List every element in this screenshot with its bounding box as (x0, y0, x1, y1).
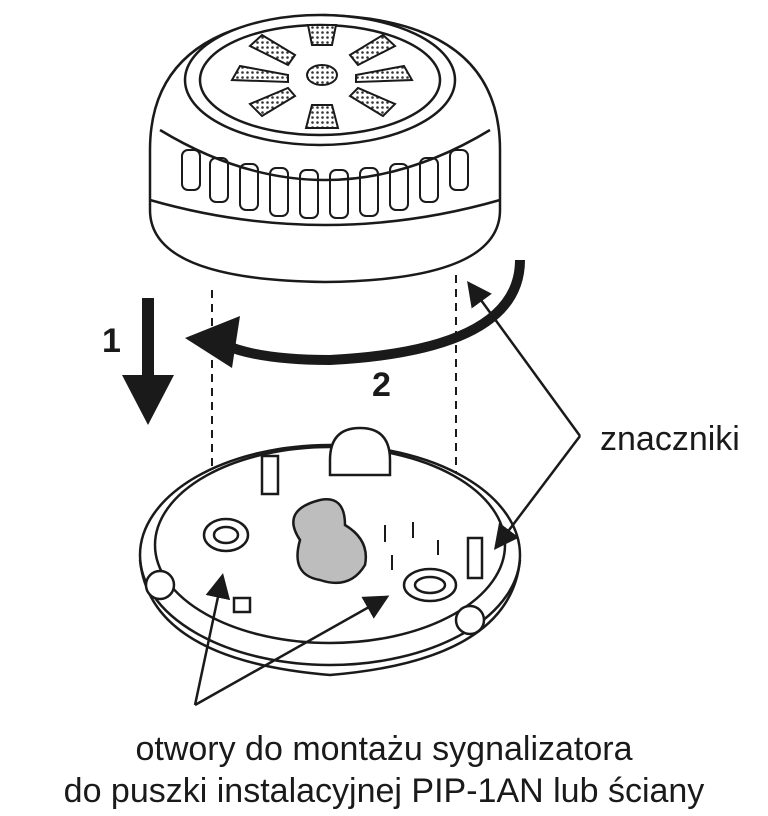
arrow-down-icon (122, 298, 174, 425)
markers-label: znaczniki (600, 420, 740, 458)
step-2-label: 2 (372, 366, 391, 404)
caption-line-1: otwory do montażu sygnalizatora (135, 730, 633, 768)
caption-line-2: do puszki instalacyjnej PIP-1AN lub ścia… (63, 772, 705, 810)
pointer-lines (193, 280, 582, 707)
rotate-arrow-icon (185, 259, 525, 368)
step-1-label: 1 (102, 322, 121, 360)
detector-head (148, 13, 502, 284)
mounting-base (138, 426, 522, 677)
alignment-guides (211, 275, 457, 490)
